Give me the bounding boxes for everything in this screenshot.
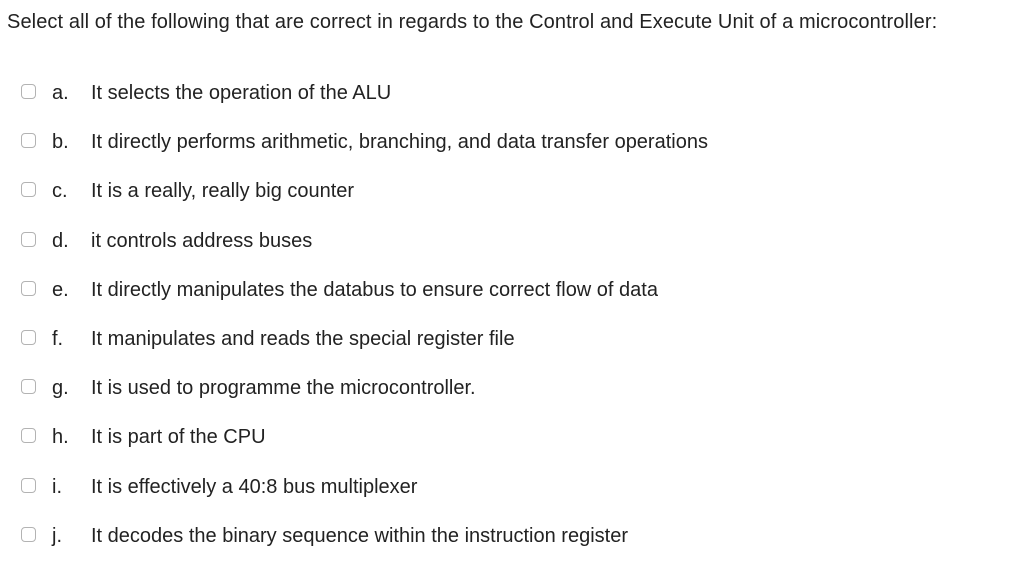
option-e-checkbox[interactable]	[21, 280, 36, 296]
option-i-letter: i.	[52, 475, 62, 498]
option-h-letter: h.	[52, 426, 69, 449]
option-j-checkbox[interactable]	[21, 526, 36, 542]
option-c[interactable]: c. It is a really, really big counter	[0, 179, 1030, 228]
question-prompt: Select all of the following that are cor…	[7, 11, 938, 33]
option-j-letter: j.	[52, 524, 62, 547]
option-a-checkbox[interactable]	[21, 84, 36, 99]
option-h[interactable]: h. It is part of the CPU	[0, 425, 1030, 474]
option-a-letter: a.	[52, 82, 69, 104]
option-h-text: It is part of the CPU	[91, 426, 266, 449]
option-g[interactable]: g. It is used to programme the microcont…	[0, 376, 1030, 425]
option-c-text: It is a really, really big counter	[91, 180, 355, 203]
option-c-letter: c.	[52, 180, 68, 203]
option-c-checkbox[interactable]	[21, 182, 36, 198]
option-g-text: It is used to programme the microcontrol…	[91, 377, 476, 400]
option-i-checkbox[interactable]	[21, 477, 36, 493]
option-j-text: It decodes the binary sequence within th…	[91, 524, 628, 547]
option-b[interactable]: b. It directly performs arithmetic, bran…	[0, 130, 1030, 179]
option-i-text: It is effectively a 40:8 bus multiplexer	[91, 475, 418, 498]
option-j[interactable]: j. It decodes the binary sequence within…	[0, 524, 1030, 573]
option-g-checkbox[interactable]	[21, 379, 36, 395]
option-e-text: It directly manipulates the databus to e…	[91, 278, 658, 301]
option-f-text: It manipulates and reads the special reg…	[91, 327, 515, 350]
option-g-letter: g.	[52, 377, 69, 400]
option-d-checkbox[interactable]	[21, 231, 36, 247]
options-list: a. It selects the operation of the ALU b…	[0, 81, 1030, 573]
option-f-checkbox[interactable]	[21, 329, 36, 345]
option-f-letter: f.	[52, 327, 64, 350]
option-d[interactable]: d. it controls address buses	[0, 229, 1030, 278]
option-h-checkbox[interactable]	[21, 428, 36, 444]
option-b-text: It directly performs arithmetic, branchi…	[91, 131, 708, 154]
option-d-text: it controls address buses	[91, 229, 313, 252]
option-f[interactable]: f. It manipulates and reads the special …	[0, 327, 1030, 376]
option-a[interactable]: a. It selects the operation of the ALU	[0, 81, 1030, 130]
option-b-checkbox[interactable]	[21, 133, 36, 149]
option-e[interactable]: e. It directly manipulates the databus t…	[0, 278, 1030, 327]
option-d-letter: d.	[52, 229, 69, 252]
option-e-letter: e.	[52, 278, 69, 301]
option-i[interactable]: i. It is effectively a 40:8 bus multiple…	[0, 475, 1030, 524]
option-b-letter: b.	[52, 131, 69, 154]
option-a-text: It selects the operation of the ALU	[91, 82, 392, 104]
